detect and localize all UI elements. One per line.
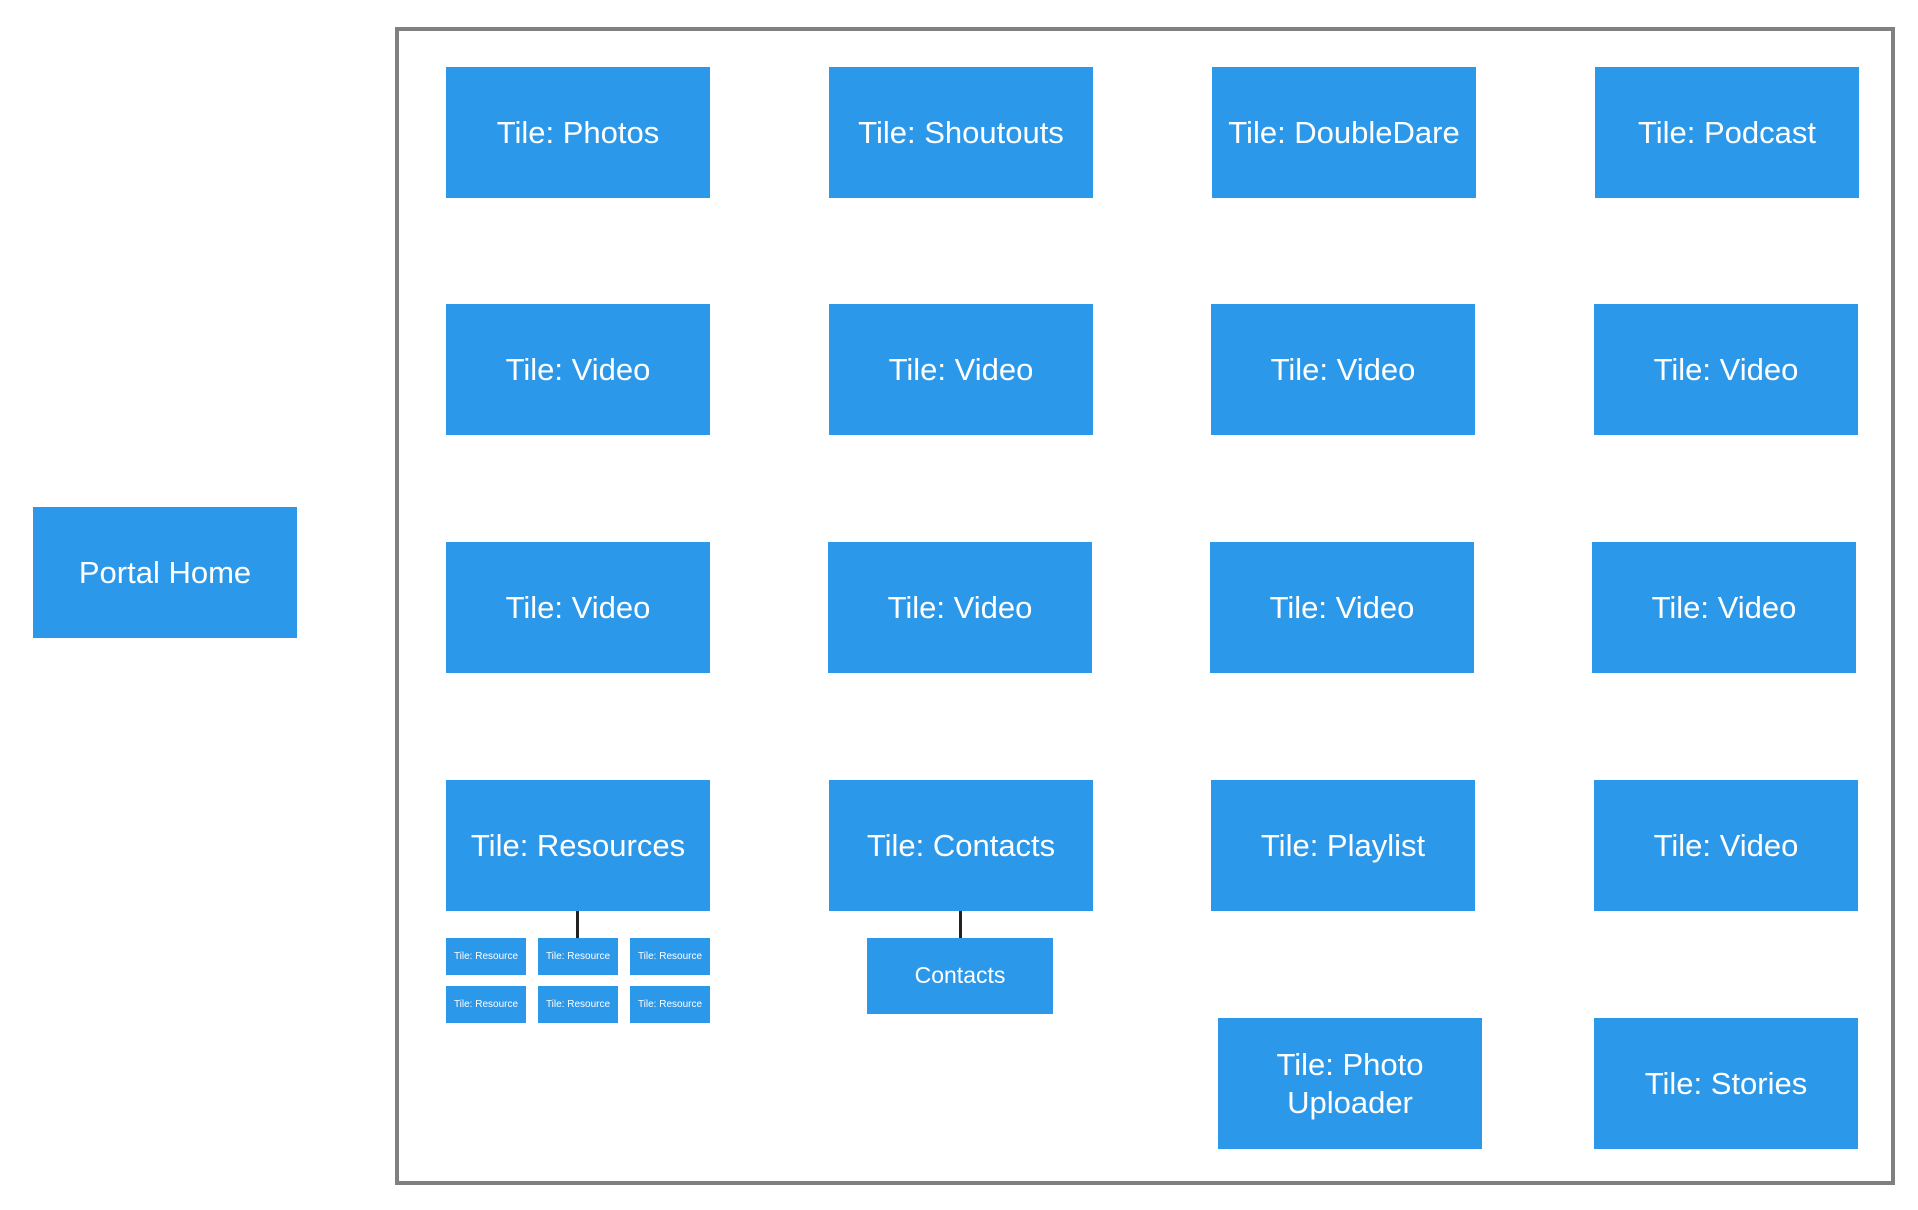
tile-doubledare[interactable]: Tile: DoubleDare	[1212, 67, 1476, 198]
tile-video-7[interactable]: Tile: Video	[1210, 542, 1474, 673]
tile-video-9[interactable]: Tile: Video	[1594, 780, 1858, 911]
contacts-child-node[interactable]: Contacts	[867, 938, 1053, 1014]
tile-photos[interactable]: Tile: Photos	[446, 67, 710, 198]
tile-resources[interactable]: Tile: Resources	[446, 780, 710, 911]
portal-home-node[interactable]: Portal Home	[33, 507, 297, 638]
resource-child-tile[interactable]: Tile: Resource	[630, 938, 710, 975]
resource-child-tile[interactable]: Tile: Resource	[630, 986, 710, 1023]
resource-child-tile[interactable]: Tile: Resource	[538, 938, 618, 975]
tile-video-4[interactable]: Tile: Video	[1594, 304, 1858, 435]
resource-child-tile[interactable]: Tile: Resource	[446, 938, 526, 975]
resources-connector	[576, 911, 579, 938]
contacts-connector	[959, 911, 962, 938]
portal-tiles-container	[395, 27, 1895, 1185]
tile-shoutouts[interactable]: Tile: Shoutouts	[829, 67, 1093, 198]
tile-podcast[interactable]: Tile: Podcast	[1595, 67, 1859, 198]
tile-contacts[interactable]: Tile: Contacts	[829, 780, 1093, 911]
tile-playlist[interactable]: Tile: Playlist	[1211, 780, 1475, 911]
tile-video-8[interactable]: Tile: Video	[1592, 542, 1856, 673]
resource-child-tile[interactable]: Tile: Resource	[538, 986, 618, 1023]
tile-video-1[interactable]: Tile: Video	[446, 304, 710, 435]
tile-video-6[interactable]: Tile: Video	[828, 542, 1092, 673]
tile-video-2[interactable]: Tile: Video	[829, 304, 1093, 435]
tile-video-5[interactable]: Tile: Video	[446, 542, 710, 673]
tile-stories[interactable]: Tile: Stories	[1594, 1018, 1858, 1149]
tile-video-3[interactable]: Tile: Video	[1211, 304, 1475, 435]
tile-photo-uploader[interactable]: Tile: Photo Uploader	[1218, 1018, 1482, 1149]
resource-child-tile[interactable]: Tile: Resource	[446, 986, 526, 1023]
